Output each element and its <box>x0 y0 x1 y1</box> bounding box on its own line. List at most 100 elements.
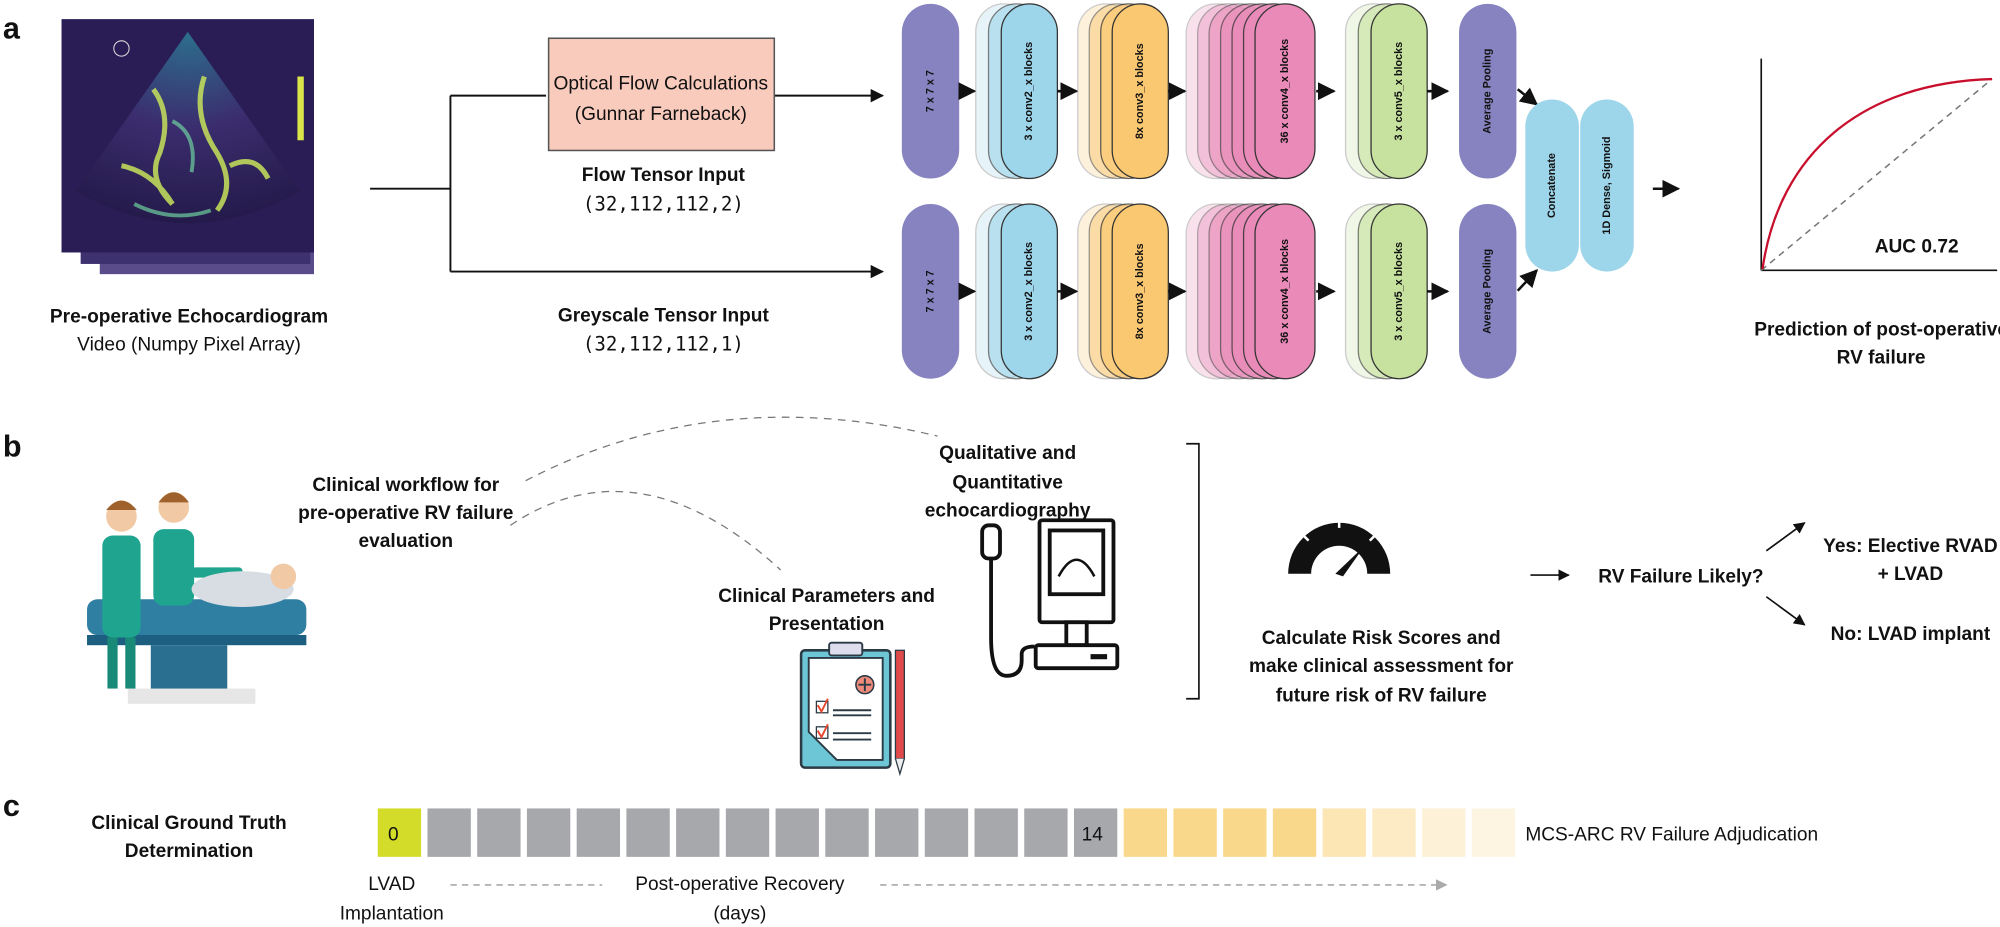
optical-flow-line1: Optical Flow Calculations <box>554 73 769 94</box>
day-0-label: 0 <box>388 824 399 845</box>
split-connector <box>370 88 885 279</box>
grey-pool-label: Average Pooling <box>1482 249 1494 334</box>
risk-line1: Calculate Risk Scores and <box>1262 628 1501 649</box>
params-line2: Presentation <box>769 614 885 635</box>
clipboard-icon <box>799 641 906 777</box>
flow-pool-to-concat-arrow <box>1516 87 1539 106</box>
flow-conv2-block-label: 3 x conv2_x blocks <box>1023 42 1035 141</box>
echo-assess-line1: Qualitative and <box>939 443 1076 464</box>
roc-chance-line <box>1760 78 1993 271</box>
lvad-line1: LVAD <box>368 874 415 895</box>
recovery-day-square <box>924 808 969 857</box>
dense-sigmoid-label: 1D Dense, Sigmoid <box>1601 136 1613 234</box>
auc-label: AUC 0.72 <box>1875 236 1959 257</box>
panel-label-a: a <box>3 11 21 45</box>
prediction-line2: RV failure <box>1837 347 1926 368</box>
workflow-line3: evaluation <box>359 531 454 552</box>
grey-conv4-block-layer <box>1254 203 1316 380</box>
recovery-day-square <box>974 808 1018 857</box>
yes-line2: + LVAD <box>1878 564 1944 585</box>
ultrasound-machine-icon <box>980 518 1120 678</box>
echo-video-frames <box>61 19 314 275</box>
day-14-label: 14 <box>1082 824 1104 845</box>
recovery-day-square <box>825 808 869 857</box>
clinicians-illustration <box>87 492 307 704</box>
recovery-day-square <box>626 808 670 857</box>
grey-stem-block <box>901 204 960 379</box>
recovery-day-square <box>1073 808 1118 857</box>
grey-conv4-block-label: 36 x conv4_x blocks <box>1279 239 1291 344</box>
adjudication-day-square <box>1223 808 1267 857</box>
adjudication-day-square <box>1173 808 1217 857</box>
dashed-arc-params <box>510 490 782 571</box>
grey-tensor-shape: (32,112,112,1) <box>583 333 744 356</box>
recovery-day-square <box>1024 808 1068 857</box>
grey-pool-to-concat-arrow <box>1516 269 1539 292</box>
grey-stem-label: 7 x 7 x 7 <box>924 270 936 312</box>
lvad-line2: Implantation <box>340 903 444 924</box>
flow-pool-block <box>1459 3 1517 179</box>
adjudication-day-square <box>1272 808 1317 857</box>
optical-flow-line2: (Gunnar Farneback) <box>575 104 747 125</box>
recovery-day-square <box>725 808 770 857</box>
flow-stem-block <box>901 3 960 179</box>
gauge-icon <box>1288 520 1391 577</box>
flow-pool-label: Average Pooling <box>1482 49 1494 134</box>
recovery-line2: (days) <box>713 903 766 924</box>
workflow-line2: pre-operative RV failure <box>298 503 513 524</box>
adjudication-day-square <box>1123 808 1168 857</box>
recovery-day-square <box>676 808 720 857</box>
flow-conv4-block-layer <box>1254 3 1316 180</box>
grey-conv3-block-label: 8x conv3_x blocks <box>1134 244 1146 340</box>
flow-conv4-block-label: 36 x conv4_x blocks <box>1279 39 1291 144</box>
roc-plot: AUC 0.72 <box>1760 58 1998 272</box>
rv-failure-question: RV Failure Likely? <box>1598 567 1763 588</box>
grey-conv5-block-label: 3 x conv5_x blocks <box>1393 242 1405 341</box>
grey-tensor-label: Greyscale Tensor Input <box>558 305 770 326</box>
no-label: No: LVAD implant <box>1831 624 1991 645</box>
params-line1: Clinical Parameters and <box>718 586 935 607</box>
risk-line3: future risk of RV failure <box>1276 685 1487 706</box>
flow-tensor-shape: (32,112,112,2) <box>583 192 744 215</box>
recovery-day-square <box>427 808 471 857</box>
flow-conv3-block-label: 8x conv3_x blocks <box>1134 43 1146 139</box>
yes-line1: Yes: Elective RVAD <box>1823 536 1998 557</box>
recovery-day-square <box>576 808 621 857</box>
concatenate-block <box>1525 99 1579 272</box>
echo-assess-line3: echocardiography <box>925 500 1091 521</box>
recovery-day-square <box>477 808 521 857</box>
panel-label-b: b <box>3 429 22 463</box>
ground-truth-line1: Clinical Ground Truth <box>91 813 286 834</box>
ground-truth-line2: Determination <box>125 841 253 862</box>
echo-title: Pre-operative Echocardiogram <box>50 307 328 328</box>
optical-flow-box <box>547 37 776 152</box>
grouping-bracket <box>1186 442 1200 700</box>
arrow-no <box>1765 596 1806 626</box>
flow-stem-label: 7 x 7 x 7 <box>924 70 936 112</box>
dashed-arc-echo <box>525 416 938 482</box>
grey-pool-block <box>1459 204 1517 379</box>
adjudication-label: MCS-ARC RV Failure Adjudication <box>1525 824 1818 845</box>
day-timeline <box>377 808 1516 857</box>
roc-curve <box>1761 77 1993 270</box>
adjudication-day-square <box>1372 808 1416 857</box>
echo-subtitle: Video (Numpy Pixel Array) <box>77 335 301 356</box>
recovery-line1: Post-operative Recovery <box>635 874 845 895</box>
risk-line2: make clinical assessment for <box>1249 656 1514 677</box>
recovery-day-square <box>526 808 571 857</box>
recovery-day-square <box>775 808 819 857</box>
recovery-day-square <box>875 808 919 857</box>
prediction-line1: Prediction of post-operative <box>1754 319 2000 340</box>
day-square-0 <box>377 808 422 857</box>
flow-conv5-block-label: 3 x conv5_x blocks <box>1393 42 1405 141</box>
grey-conv2-block-label: 3 x conv2_x blocks <box>1023 242 1035 341</box>
dense-sigmoid-block <box>1580 99 1634 272</box>
adjudication-day-square <box>1471 808 1516 857</box>
arrow-yes <box>1765 522 1806 552</box>
workflow-line1: Clinical workflow for <box>312 475 499 496</box>
adjudication-day-square <box>1322 808 1366 857</box>
flow-tensor-label: Flow Tensor Input <box>582 165 746 186</box>
adjudication-day-square <box>1422 808 1466 857</box>
